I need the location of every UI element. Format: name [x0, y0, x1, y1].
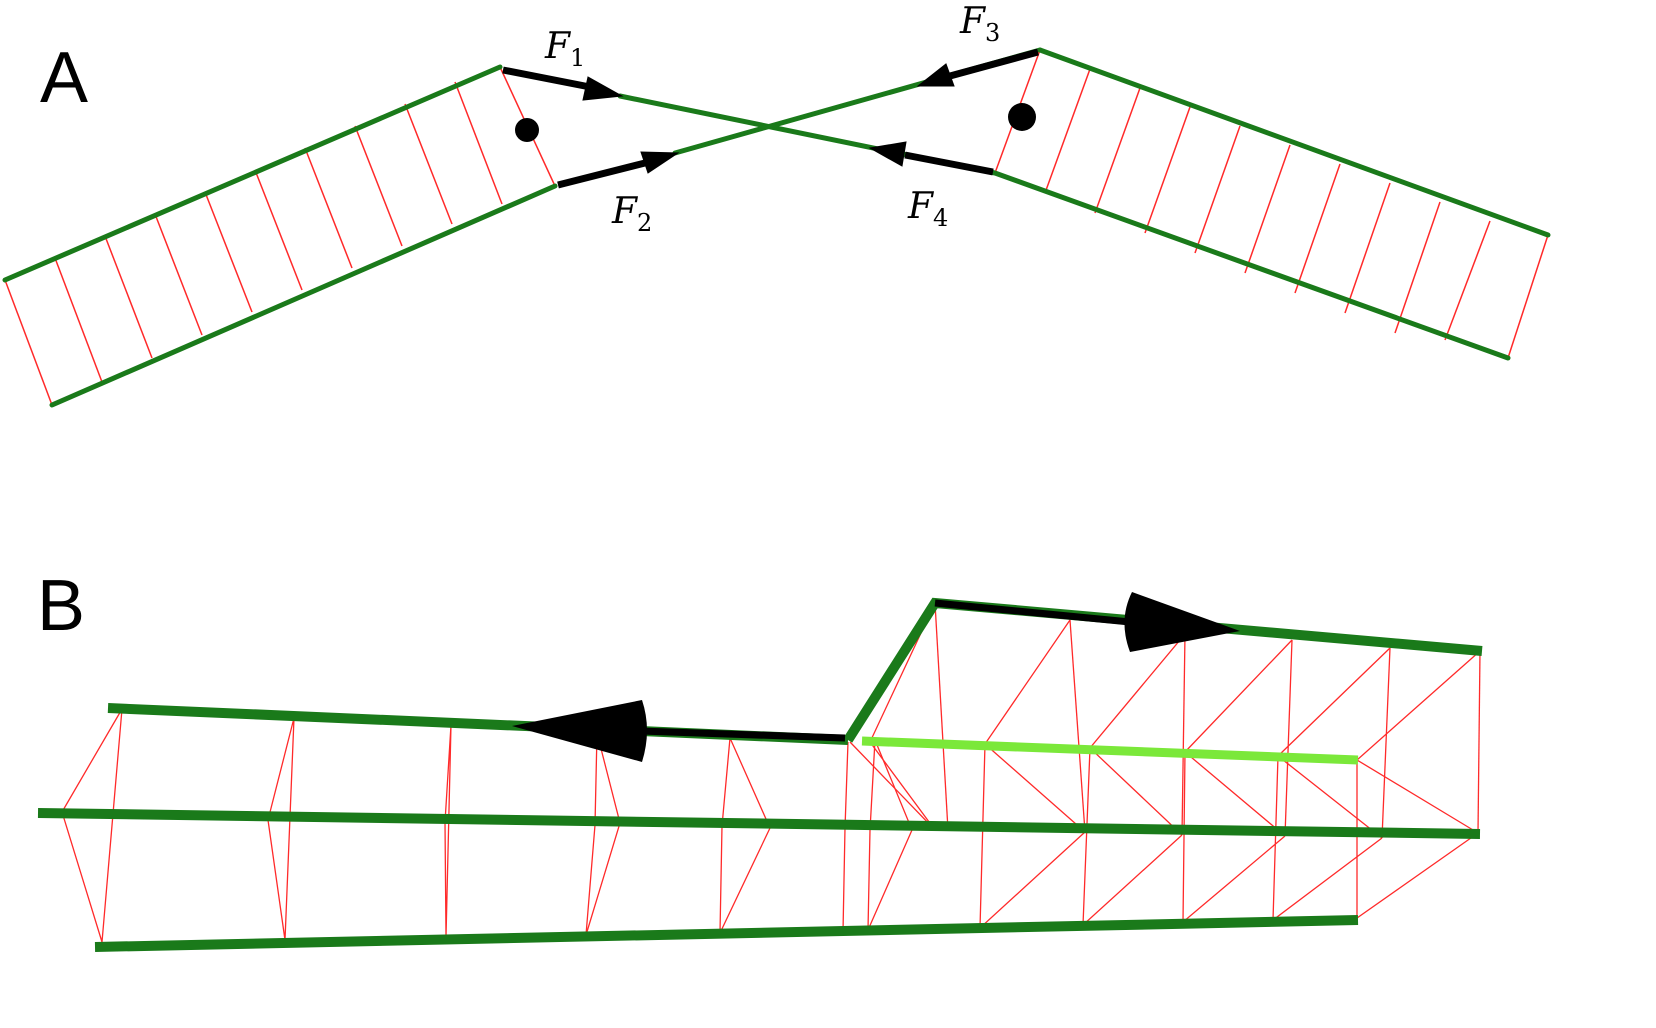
- f4-arrowhead: [868, 141, 907, 167]
- panel-a-right-upper-filament: [1037, 47, 1551, 238]
- panel-b-right-arrow-shaft: [934, 599, 1131, 626]
- panel-a-left-lower-filament: [49, 183, 558, 408]
- panel-a-right-pivot: [1008, 103, 1036, 131]
- f4-label: F4: [907, 186, 948, 232]
- panel-b-left-arrow-shaft: [639, 727, 846, 742]
- panel-a-left-crosslinks: [4, 66, 556, 406]
- f3-arrowhead: [916, 63, 955, 87]
- f1-label: F1: [544, 26, 585, 72]
- panel-a-right-crosslinks: [994, 49, 1549, 359]
- f3-label: F3: [959, 1, 1000, 47]
- panel-a-left-pivot: [515, 118, 539, 142]
- panel-b-force-arrows: [512, 592, 1240, 762]
- panel-a-right-filaments: [992, 47, 1551, 361]
- panel-b-right-arrowhead: [1124, 592, 1240, 652]
- f1-arrowhead: [582, 76, 624, 101]
- panel-a-right-lower-filament: [992, 170, 1511, 361]
- panel-b-filaments: [37, 597, 1483, 952]
- f2-arrowhead: [640, 151, 680, 174]
- panel-b-bottom-filament: [94, 915, 1359, 952]
- panel-b-crosslinks: [61, 602, 1481, 943]
- panel-b-middle-filament: [37, 808, 1481, 839]
- panel-b-highlight-filament: [861, 736, 1359, 765]
- panel-a-force-arrows: [502, 48, 1039, 189]
- panel-a-left-upper-filament: [2, 64, 503, 283]
- panel-b-label: B: [37, 566, 85, 646]
- f2-label: F2: [611, 191, 652, 237]
- panel-a-label: A: [40, 38, 88, 118]
- panel-b-left-arrowhead: [512, 700, 647, 762]
